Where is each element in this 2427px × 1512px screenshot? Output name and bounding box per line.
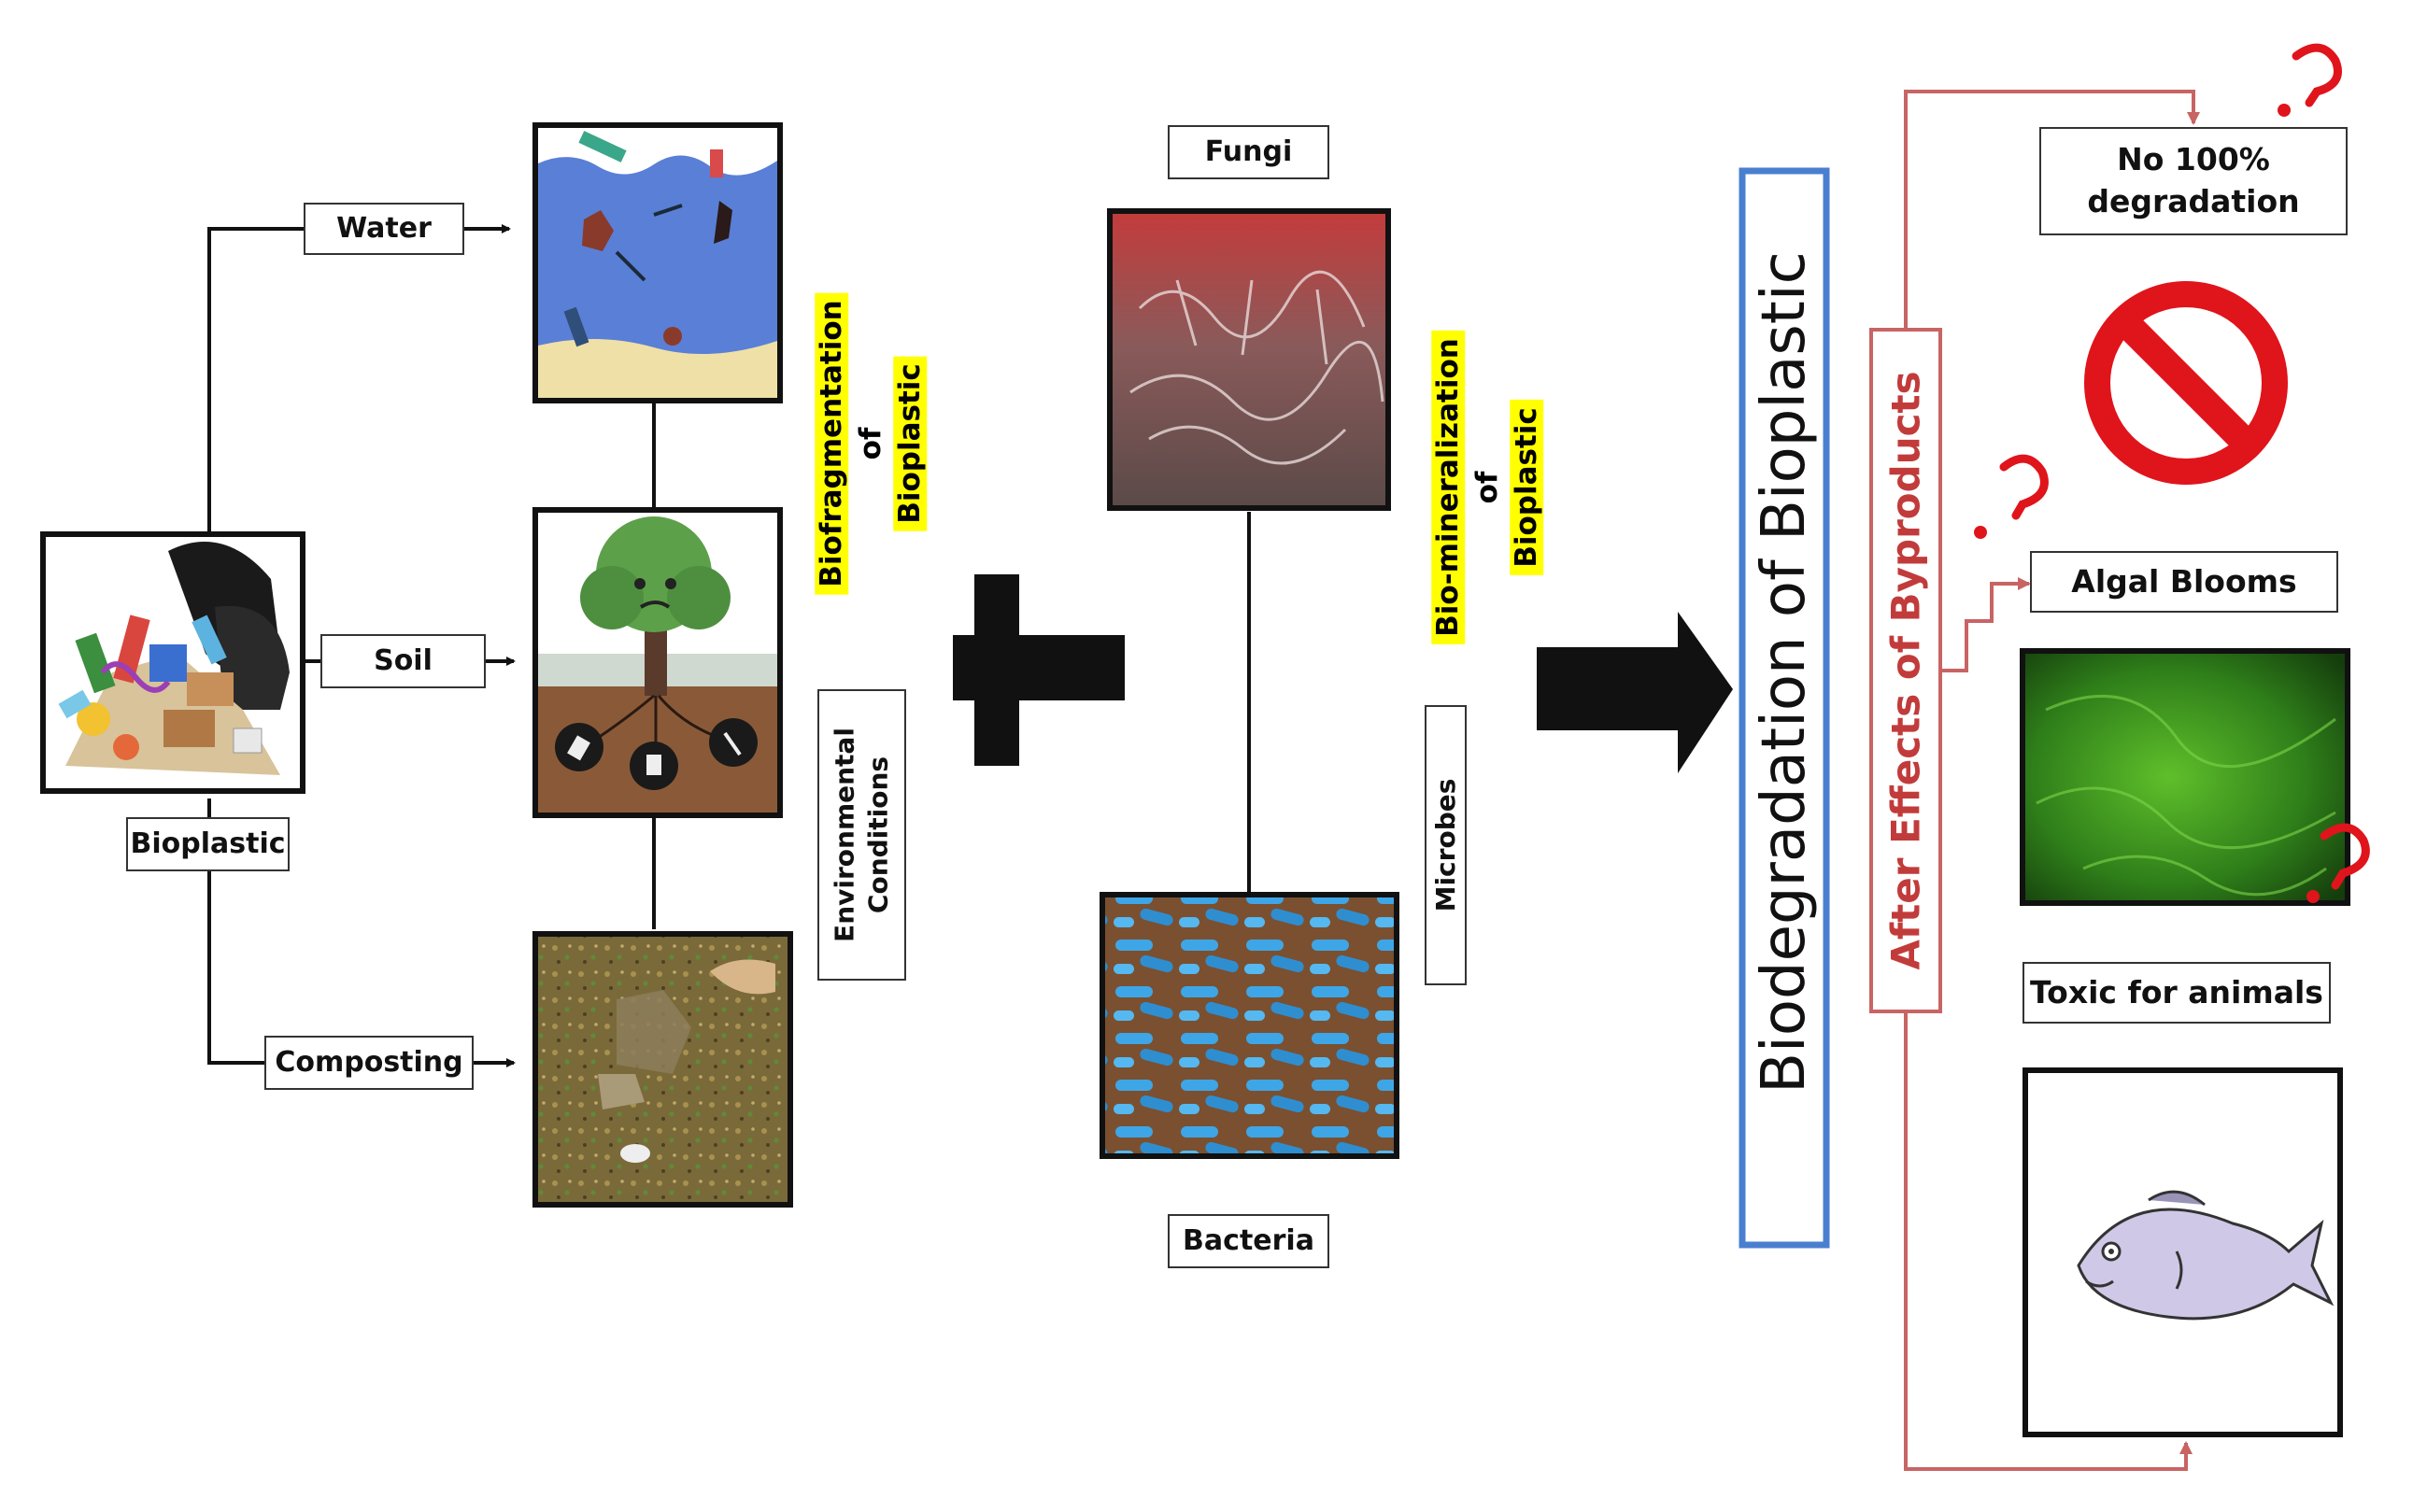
no-degradation-line1: No 100%: [2117, 141, 2270, 178]
biofragmentation-line2: of: [854, 427, 888, 460]
fungi-image: [1107, 208, 1391, 511]
arrow-right-icon: [1537, 612, 1733, 773]
question-mark-icon: [1999, 454, 2049, 520]
algal-blooms-label: Algal Blooms: [2030, 551, 2338, 613]
environmental-line1: Environmental: [829, 728, 860, 942]
biofragmentation-text: Biofragmentation of Bioplastic: [813, 292, 930, 595]
bacteria-image: [1100, 892, 1399, 1159]
question-mark-icon: [1974, 526, 1987, 539]
environmental-line2: Conditions: [862, 756, 894, 914]
question-mark-icon: [2306, 890, 2320, 903]
biomineralization-line1: Bio-mineralization: [1431, 331, 1466, 644]
bacteria-label: Bacteria: [1168, 1214, 1329, 1268]
plus-icon: [953, 574, 1125, 766]
environmental-conditions-text: Environmental Conditions: [828, 728, 896, 942]
biomineralization-text: Bio-mineralization of Bioplastic: [1429, 331, 1547, 644]
water-label: Water: [304, 203, 464, 255]
microbes-text: Microbes: [1429, 778, 1461, 912]
biomineralization-line2: of: [1470, 471, 1505, 504]
after-effects-title: After Effects of Byproducts: [1882, 371, 1929, 970]
biofragmentation-line1: Biofragmentation: [815, 292, 849, 595]
fungi-label: Fungi: [1168, 125, 1329, 179]
algal-bloom-image: [2020, 648, 2350, 906]
main-title: Biodegradation of Bioplastic: [1750, 251, 1819, 1094]
question-mark-icon: [2278, 104, 2291, 117]
bioplastic-label: Bioplastic: [126, 817, 290, 871]
question-mark-icon: [2320, 823, 2370, 890]
environmental-conditions-box: Environmental Conditions: [817, 689, 906, 981]
microbes-box: Microbes: [1425, 705, 1467, 985]
toxic-fish-image: [2022, 1067, 2343, 1437]
water-pollution-image: [532, 122, 783, 403]
fish-icon: [2077, 1190, 2335, 1321]
toxic-for-animals-label: Toxic for animals: [2022, 962, 2331, 1024]
title-box: [1739, 167, 1830, 1249]
no-full-degradation-label: No 100% degradation: [2039, 127, 2348, 235]
bioplastic-waste-image: [40, 531, 305, 794]
biofragmentation-line3: Bioplastic: [892, 356, 927, 531]
no-degradation-line2: degradation: [2087, 183, 2300, 219]
prohibited-icon: [2084, 281, 2288, 485]
soil-label: Soil: [320, 634, 486, 688]
biomineralization-line3: Bioplastic: [1509, 400, 1543, 575]
composting-image: [532, 931, 793, 1208]
question-mark-icon: [2292, 43, 2342, 107]
composting-label: Composting: [264, 1036, 474, 1090]
soil-pollution-image: [532, 507, 783, 818]
